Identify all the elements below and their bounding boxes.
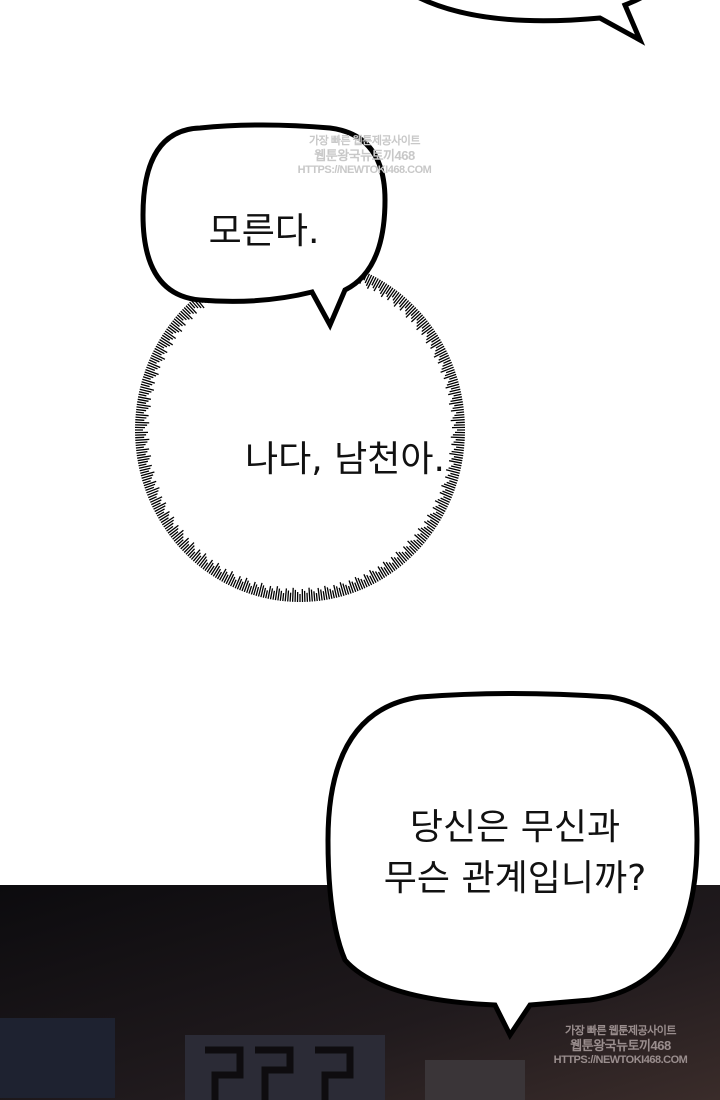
watermark-line2: 웹툰왕국뉴토끼468 [570,1038,671,1053]
watermark-line3: HTTPS://NEWTOKI468.COM [553,1054,688,1066]
spiky-thought-bubble [134,257,466,603]
speech-bubble-1-text: 모른다. [208,211,320,252]
spiky-bubble-text: 나다, 남천아. [245,439,445,480]
speech-bubble-top-partial [418,0,646,46]
watermark-line1: 가장 빠른 웹툰제공사이트 [565,1025,676,1037]
speech-bubble-3-line2: 무슨 관계입니까? [383,858,647,899]
watermark-top: 가장 빠른 웹툰제공사이트 웹툰왕국뉴토끼468 HTTPS://NEWTOKI… [292,135,437,177]
watermark-line1: 가장 빠른 웹툰제공사이트 [309,135,420,147]
speech-bubble-1 [140,122,388,331]
speech-bubble-3 [325,691,700,1040]
watermark-line3: HTTPS://NEWTOKI468.COM [297,164,432,176]
watermark-line2: 웹툰왕국뉴토끼468 [314,148,415,163]
spiky-bubble-rays [134,257,466,603]
watermark-bottom: 가장 빠른 웹툰제공사이트 웹툰왕국뉴토끼468 HTTPS://NEWTOKI… [548,1025,693,1067]
speech-bubble-3-line1: 당신은 무신과 [409,807,621,848]
